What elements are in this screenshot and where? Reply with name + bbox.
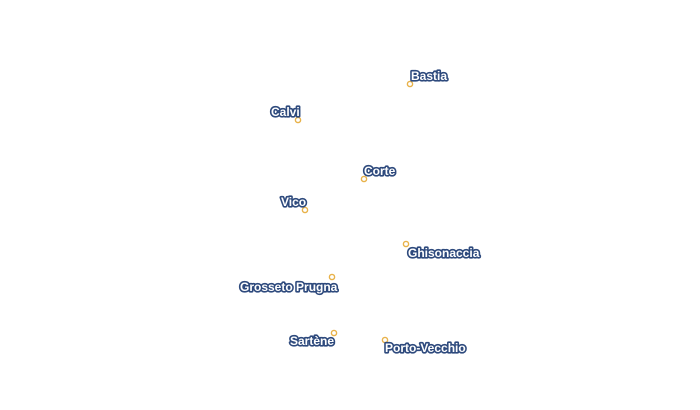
city-label: Porto-Vecchio (385, 341, 466, 355)
city-bastia[interactable]: Bastia (406, 67, 449, 88)
city-label: Calvi (271, 105, 300, 119)
city-marker[interactable] (330, 329, 338, 337)
city-marker[interactable] (301, 206, 309, 214)
city-label: Ghisonaccia (408, 246, 480, 260)
city-vico[interactable]: Vico (279, 193, 309, 214)
city-label: Vico (281, 195, 306, 209)
city-ghisonaccia[interactable]: Ghisonaccia (402, 240, 481, 262)
city-sartene[interactable]: Sartène (288, 329, 338, 350)
city-marker[interactable] (360, 175, 368, 183)
city-grosseto-prugna[interactable]: Grosseto Prugna (238, 273, 339, 296)
city-marker[interactable] (294, 116, 302, 124)
city-marker[interactable] (381, 336, 389, 344)
city-porto-vecchio[interactable]: Porto-Vecchio (381, 336, 467, 357)
city-label: Grosseto Prugna (240, 280, 338, 294)
city-label: Corte (364, 164, 396, 178)
city-calvi[interactable]: Calvi (269, 103, 302, 124)
city-marker[interactable] (402, 240, 410, 248)
city-corte[interactable]: Corte (360, 162, 397, 183)
city-label: Sartène (290, 334, 334, 348)
city-marker[interactable] (406, 80, 414, 88)
city-marker[interactable] (328, 273, 336, 281)
city-label: Bastia (411, 69, 447, 83)
